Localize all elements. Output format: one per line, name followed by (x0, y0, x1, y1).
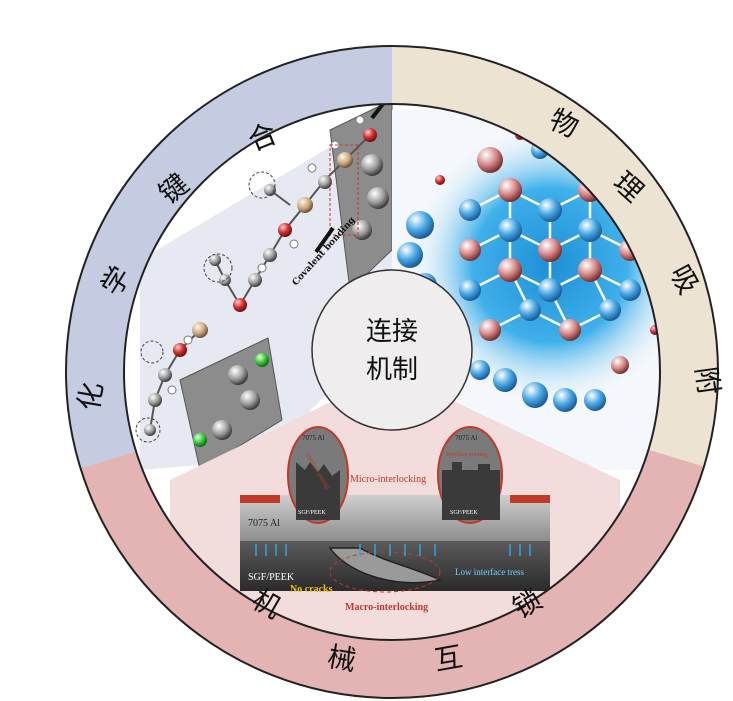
al-main-label: 7075 Al (248, 518, 280, 529)
center-hub: 连接 机制 (311, 269, 473, 431)
micro-inset-left: 7075 Al Interface pinning SGF/PEEK (287, 426, 349, 524)
mech-char-3: 互 (432, 640, 465, 677)
macro-interlocking-label: Macro-interlocking (345, 602, 428, 613)
sgf-left-label: SGF/PEEK (298, 510, 326, 516)
low-stress-label: Low interface tress (455, 567, 524, 577)
phys-char-4: 附 (689, 365, 726, 397)
bond-callouts (135, 144, 359, 443)
macro-lock-cavity (328, 547, 443, 584)
mech-char-2: 械 (325, 640, 358, 677)
center-label-line1: 连接 (366, 317, 418, 347)
bond-arrows (314, 104, 388, 254)
ring-outlines (65, 45, 719, 699)
inner-disc: Covalent bonding (124, 104, 660, 640)
pinning-right-label: Interface pinning (446, 451, 487, 458)
no-cracks-label: No cracks (290, 584, 333, 595)
center-label-line2: 机制 (366, 355, 418, 385)
chem-char-1: 化 (72, 380, 109, 413)
sgf-right-label: SGF/PEEK (450, 510, 478, 516)
micro-inset-right: 7075 Al Interface pinning SGF/PEEK (437, 426, 503, 524)
micro-interlocking-label: Micro-interlocking (350, 474, 426, 485)
sgf-main-label: SGF/PEEK (248, 572, 295, 583)
atoms (144, 115, 389, 447)
aluminum-layer (240, 495, 550, 541)
mechanical-interlocking-panel: 7075 Al Interface pinning SGF/PEEK 7075 … (170, 372, 620, 640)
al-small-left-label: 7075 Al (302, 434, 324, 442)
stress-arrows (255, 544, 531, 556)
al-small-right-label: 7075 Al (455, 434, 477, 442)
